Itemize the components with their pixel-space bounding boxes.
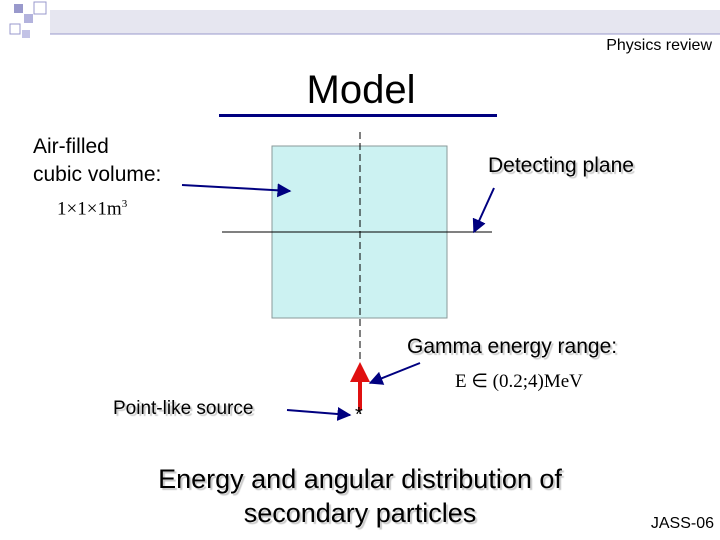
header-decoration <box>9 1 720 38</box>
conclusion-text: Energy and angular distribution of secon… <box>158 464 562 528</box>
header-square-3 <box>33 1 47 15</box>
detecting-plane-label: Detecting plane <box>488 154 634 177</box>
energy-formula: E ∈ (0.2;4)MeV <box>455 371 583 392</box>
cube-dimensions-value: 1×1×1m <box>57 198 122 220</box>
header-bar <box>50 10 720 34</box>
footer-code: JASS-06 <box>650 515 714 532</box>
cube-dimensions-exponent: 3 <box>121 198 128 210</box>
slide-title: Model <box>306 68 416 112</box>
header-square-4 <box>9 23 21 35</box>
gamma-range-label: Gamma energy range: <box>407 335 618 358</box>
source-marker: * <box>355 404 363 426</box>
header-square-1 <box>14 4 23 13</box>
arrow-to-detecting-plane <box>472 187 495 234</box>
source-label: Point-like source <box>113 398 254 419</box>
cube-volume-label: Air-filled cubic volume: <box>33 133 161 189</box>
arrow-to-cube <box>181 183 292 198</box>
arrow-to-gamma <box>368 362 421 385</box>
cube-dimensions: 1×1×1m3 <box>57 198 127 220</box>
section-label: Physics review <box>606 37 712 54</box>
arrow-to-source <box>286 407 352 421</box>
title-underline <box>219 114 497 117</box>
cube-volume-label-line2: cubic volume: <box>33 163 162 186</box>
header-square-5 <box>22 30 30 38</box>
cube-volume-label-line1: Air-filled <box>33 135 109 158</box>
header-square-2 <box>24 14 33 23</box>
